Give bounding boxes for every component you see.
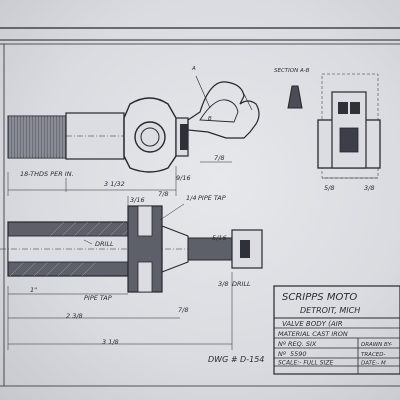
dim-lower-quarter: 1/4 bbox=[186, 194, 196, 202]
drill-right-callout: DRILL bbox=[232, 280, 251, 288]
dim-lower-3-8: 3/8 bbox=[218, 280, 228, 288]
title-traced: TRACED- bbox=[361, 352, 385, 358]
title-company: SCRIPPS MOTO bbox=[282, 292, 357, 303]
dim-bottom-mid: 2 3/8 bbox=[66, 312, 83, 320]
title-no-req: Nº REQ. SIX bbox=[278, 340, 317, 348]
title-material: MATERIAL CAST IRON bbox=[278, 330, 348, 338]
title-part-no: 5590 bbox=[290, 350, 307, 358]
drill-left-callout: DRILL bbox=[95, 240, 114, 248]
leader-b-label: B bbox=[208, 116, 212, 122]
section-label: SECTION A-B bbox=[274, 68, 310, 74]
pipe-tap-lower: PIPE TAP bbox=[84, 294, 112, 302]
title-drawn-by: DRAWN BY- bbox=[361, 342, 392, 348]
title-date: DATE:- M bbox=[361, 361, 386, 367]
lower-view: 3/16 7/8 1/4 PIPE TAP DRILL DRILL 3/8 5/… bbox=[0, 190, 263, 350]
pipe-tap-upper: PIPE TAP bbox=[198, 194, 226, 202]
title-part-name: VALVE BODY (AIR bbox=[282, 320, 343, 328]
title-block-frame bbox=[273, 285, 400, 375]
dim-lower-7-8: 7/8 bbox=[158, 190, 168, 198]
dim-bottom-7-8: 7/8 bbox=[178, 306, 188, 314]
dim-overall-top: 3 1/32 bbox=[104, 180, 125, 188]
title-part-no-label: Nº bbox=[278, 350, 286, 358]
dim-bottom-overall: 3 1/8 bbox=[102, 338, 119, 346]
dim-lower-one-inch: 1" bbox=[30, 286, 37, 294]
thread-callout: 18-THDS PER IN. bbox=[20, 170, 74, 178]
drawing-number: DWG # D-154 bbox=[208, 355, 264, 364]
dim-lower-3-16: 3/16 bbox=[130, 196, 145, 204]
dim-section-right: 3/8 bbox=[364, 184, 374, 192]
dim-section-left: 5/8 bbox=[324, 184, 334, 192]
title-scale: SCALE:- FULL SIZE bbox=[278, 360, 333, 367]
dim-right-top: 7/8 bbox=[214, 154, 224, 162]
upper-view: A B 18-THDS PER IN. 3 1/32 9/16 7/8 bbox=[7, 66, 260, 196]
sheet-border bbox=[0, 27, 400, 387]
dim-mid-top: 9/16 bbox=[176, 174, 191, 182]
title-location: DETROIT, MICH bbox=[300, 306, 360, 315]
dim-lower-5-16: 5/16 bbox=[212, 234, 227, 242]
section-a-b: SECTION A-B 5/8 3/8 bbox=[274, 68, 381, 192]
leader-a-label: A bbox=[191, 66, 196, 72]
